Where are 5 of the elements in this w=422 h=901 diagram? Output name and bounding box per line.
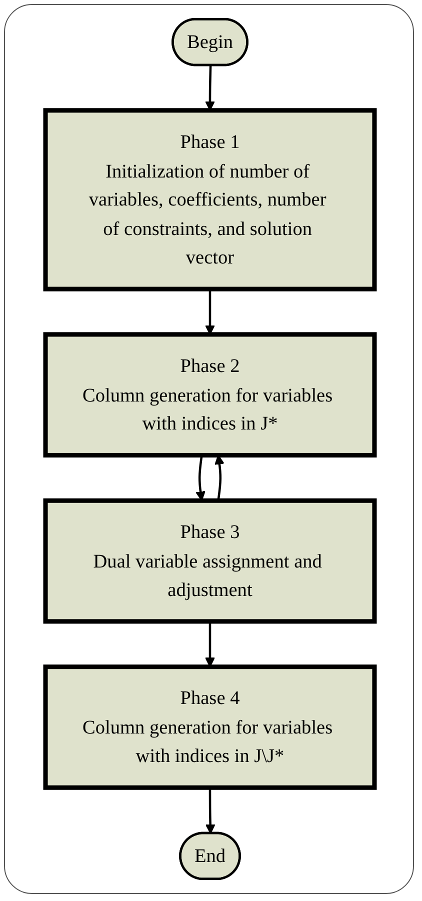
node-box: Phase 3 Dual variable assignment and adjustment [43, 498, 377, 624]
node-box: Phase 4 Column generation for variables with indices in J\J* [43, 664, 377, 790]
node-box: Phase 1 Initialization of number of variables, coefficients, number of constraints, and solution vector [43, 108, 377, 292]
node-box: Phase 2 Column generation for variables with indices in J* [43, 332, 377, 458]
arrow [205, 788, 216, 834]
